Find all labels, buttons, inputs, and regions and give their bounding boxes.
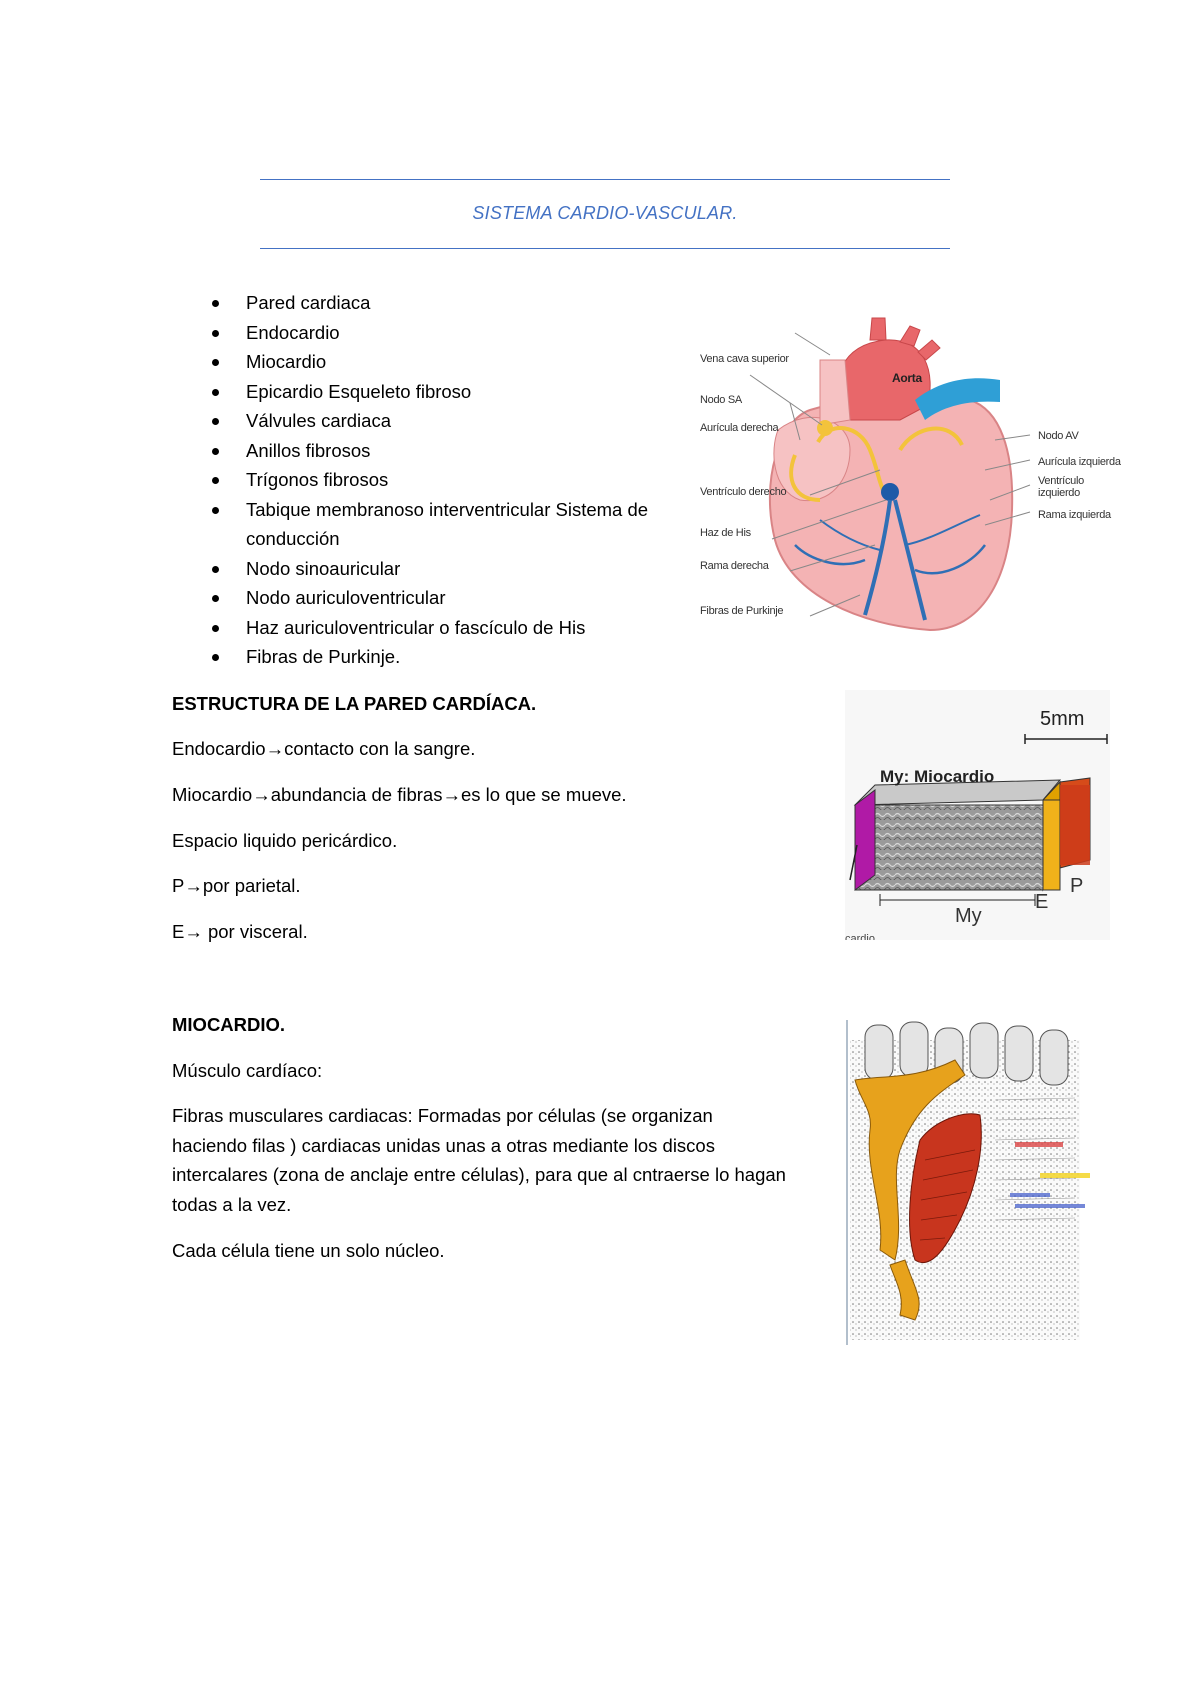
list-item: Fibras de Purkinje. — [206, 642, 676, 672]
pared-line-visceral: E→ por visceral. — [172, 921, 308, 942]
label-auricula-izquierda: Aurícula izquierda — [1038, 456, 1122, 468]
label-nodo-sa: Nodo SA — [700, 394, 743, 406]
list-item: Nodo auriculoventricular — [206, 583, 676, 613]
miocardio-subheading: Músculo cardíaco: — [172, 1060, 323, 1081]
topic-list: Pared cardiaca Endocardio Miocardio Epic… — [206, 288, 676, 672]
list-item: Tabique membranoso interventricular Sist… — [206, 495, 676, 554]
heart-wall-diagram: 5mm My: Miocardio My E P cardio — [845, 690, 1110, 940]
label-ventriculo-izquierdo-2: izquierdo — [1038, 487, 1080, 499]
scale-label: 5mm — [1040, 708, 1084, 730]
header-rule-top — [260, 179, 950, 180]
pared-line-espacio: Espacio liquido pericárdico. — [172, 830, 398, 851]
label-aorta: Aorta — [892, 371, 922, 385]
header-rule-bottom — [260, 248, 950, 249]
label-fibras-purkinje: Fibras de Purkinje — [700, 605, 783, 617]
label-vena-cava: Vena cava superior — [700, 353, 789, 365]
section-heading-pared: ESTRUCTURA DE LA PARED CARDÍACA. — [172, 693, 537, 714]
miocardio-nucleo: Cada célula tiene un solo núcleo. — [172, 1240, 445, 1261]
label-rama-izquierda: Rama izquierda — [1038, 509, 1112, 521]
page-title: SISTEMA CARDIO-VASCULAR. — [472, 203, 738, 223]
list-item: Trígonos fibrosos — [206, 465, 676, 495]
list-item: Pared cardiaca — [206, 288, 676, 318]
list-item: Anillos fibrosos — [206, 436, 676, 466]
cardiac-muscle-illustration — [846, 1020, 1090, 1345]
label-nodo-av: Nodo AV — [1038, 430, 1079, 442]
label-my: My — [955, 905, 982, 927]
label-rama-derecha: Rama derecha — [700, 560, 770, 572]
list-item: Endocardio — [206, 318, 676, 348]
list-item: Miocardio — [206, 347, 676, 377]
label-ventriculo-derecho: Ventrículo derecho — [700, 486, 787, 498]
list-item: Epicardio Esqueleto fibroso — [206, 377, 676, 407]
label-p: P — [1070, 875, 1083, 897]
label-haz-his: Haz de His — [700, 527, 752, 539]
label-e: E — [1035, 891, 1048, 913]
heart-conduction-diagram: Vena cava superior Aorta Nodo SA Aurícul… — [700, 317, 1122, 632]
wall-title: My: Miocardio — [880, 767, 994, 786]
pared-line-endocardio: Endocardio→contacto con la sangre. — [172, 738, 476, 759]
label-auricula-derecha: Aurícula derecha — [700, 422, 780, 434]
list-item: Válvules cardiaca — [206, 406, 676, 436]
list-item: Nodo sinoauricular — [206, 554, 676, 584]
section-heading-miocardio: MIOCARDIO. — [172, 1014, 286, 1035]
list-item: Haz auriculoventricular o fascículo de H… — [206, 613, 676, 643]
pared-line-miocardio: Miocardio→abundancia de fibras→es lo que… — [172, 784, 627, 805]
pared-line-parietal: P→por parietal. — [172, 875, 301, 896]
miocardio-paragraph: Fibras musculares cardiacas: Formadas po… — [172, 1105, 786, 1215]
label-ventriculo-izquierdo: Ventrículo — [1038, 475, 1084, 487]
label-cut: cardio — [845, 933, 875, 940]
